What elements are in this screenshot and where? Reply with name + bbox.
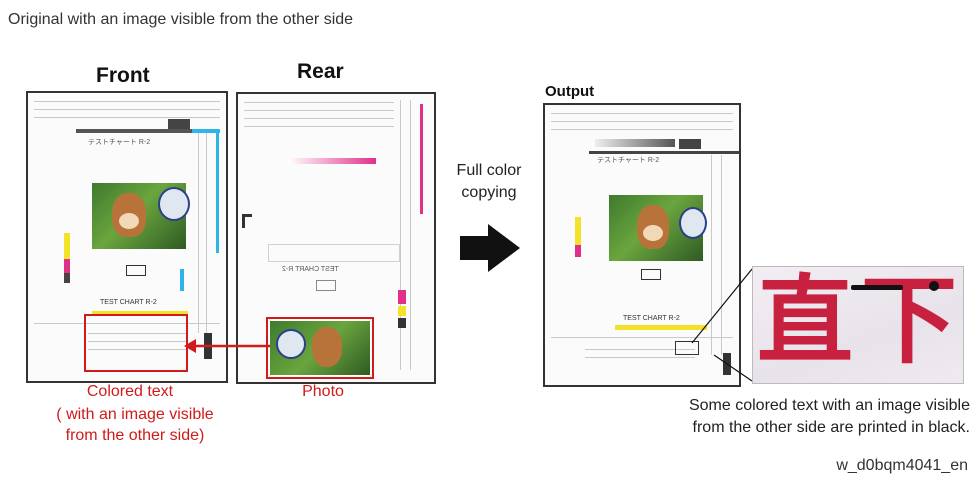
colored-text-note-2: from the other side) <box>65 427 205 444</box>
front-photo <box>92 183 190 249</box>
output-sheet: テストチャート R-2 TEST CHART R-2 <box>543 103 741 387</box>
colored-text-highlight <box>84 314 188 372</box>
colored-text-label: Colored text <box>86 383 174 400</box>
result-note-1: Some colored text with an image visible <box>688 397 970 414</box>
front-chart-title-jp: テストチャート R-2 <box>88 139 151 146</box>
zoomed-inset: 直下 <box>752 266 964 384</box>
output-chart-title-en: TEST CHART R-2 <box>623 315 680 322</box>
figure-code: w_d0bqm4041_en <box>836 457 968 474</box>
front-chart-title-en: TEST CHART R-2 <box>100 299 157 306</box>
front-label: Front <box>96 64 150 87</box>
rear-chart-title-mirrored: TEST CHART R-2 <box>282 266 339 273</box>
rear-label: Rear <box>297 60 344 83</box>
process-label-1: Full color <box>456 162 522 179</box>
rear-photo <box>270 321 370 375</box>
output-label: Output <box>545 83 595 100</box>
top-caption: Original with an image visible from the … <box>8 11 354 28</box>
front-sheet: テストチャート R-2 TEST CHART R-2 <box>26 91 228 383</box>
red-arrow-icon <box>184 339 270 353</box>
photo-label: Photo <box>302 383 344 400</box>
output-chart-title-jp: テストチャート R-2 <box>597 157 660 164</box>
colored-text-note-1: ( with an image visible <box>56 406 214 423</box>
photo-highlight <box>266 317 374 379</box>
right-arrow-icon <box>460 224 520 272</box>
output-photo <box>609 195 707 261</box>
process-label-2: copying <box>461 184 517 201</box>
result-note-2: from the other side are printed in black… <box>692 419 970 436</box>
zoom-lines <box>691 268 753 382</box>
